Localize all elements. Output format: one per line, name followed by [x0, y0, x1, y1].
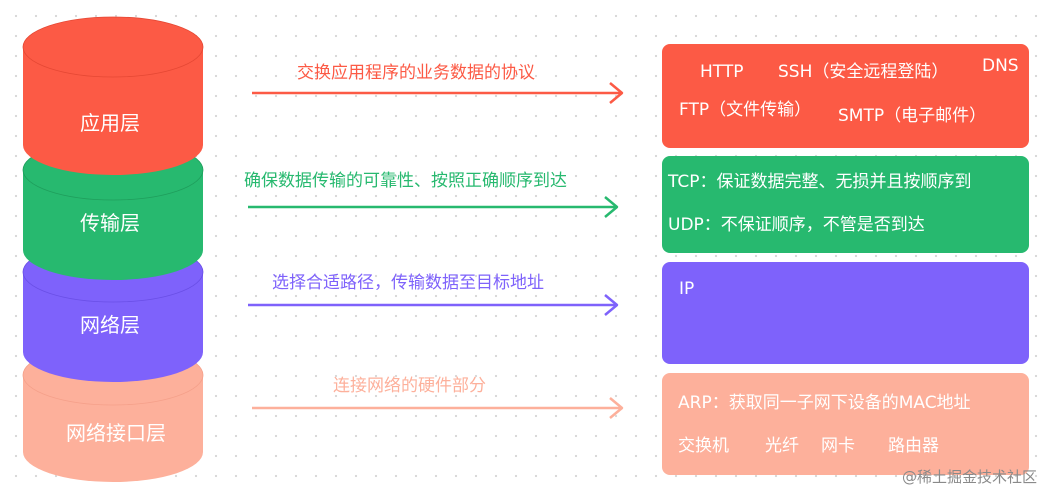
- protocol-box-transport: TCP：保证数据完整、无损并且按顺序到 UDP：不保证顺序，不管是否到达: [662, 156, 1029, 253]
- layer-label-application: 应用层: [80, 111, 140, 135]
- arrow-link: [252, 397, 624, 419]
- arrow-label-network: 选择合适路径，传输数据至目标地址: [272, 273, 544, 293]
- cylinder-cap-application: [22, 16, 204, 78]
- protocol-box-link: ARP：获取同一子网下设备的MAC地址 交换机 光纤 网卡 路由器: [662, 373, 1029, 475]
- protocol-ftp: FTP（文件传输）: [679, 100, 812, 120]
- protocol-box-application: HTTP SSH（安全远程登陆） DNS FTP（文件传输） SMTP（电子邮件…: [662, 44, 1029, 148]
- layer-label-network: 网络层: [80, 313, 140, 337]
- protocol-box-network: IP: [662, 262, 1029, 364]
- device-nic: 网卡: [821, 436, 855, 456]
- protocol-dns: DNS: [982, 56, 1019, 76]
- device-fiber: 光纤: [765, 436, 799, 456]
- protocol-ip: IP: [679, 279, 695, 299]
- device-router: 路由器: [888, 436, 939, 456]
- protocol-tcp: TCP：保证数据完整、无损并且按顺序到: [668, 172, 972, 192]
- arrow-application: [252, 82, 624, 104]
- arrow-transport: [248, 196, 619, 218]
- layer-label-transport: 传输层: [80, 211, 140, 235]
- watermark: @稀土掘金技术社区: [901, 468, 1037, 486]
- arrow-label-transport: 确保数据传输的可靠性、按照正确顺序到达: [244, 171, 567, 191]
- arrow-network: [248, 294, 619, 316]
- arrow-label-link: 连接网络的硬件部分: [333, 376, 486, 396]
- protocol-http: HTTP: [700, 62, 744, 82]
- cylinder-segment-application: [22, 16, 204, 175]
- protocol-arp: ARP：获取同一子网下设备的MAC地址: [678, 393, 971, 413]
- protocol-smtp: SMTP（电子邮件）: [838, 106, 987, 126]
- device-switch: 交换机: [678, 436, 729, 456]
- protocol-udp: UDP：不保证顺序，不管是否到达: [668, 215, 925, 235]
- arrow-label-application: 交换应用程序的业务数据的协议: [297, 63, 535, 83]
- layer-label-link: 网络接口层: [66, 421, 166, 445]
- protocol-ssh: SSH（安全远程登陆）: [778, 62, 949, 82]
